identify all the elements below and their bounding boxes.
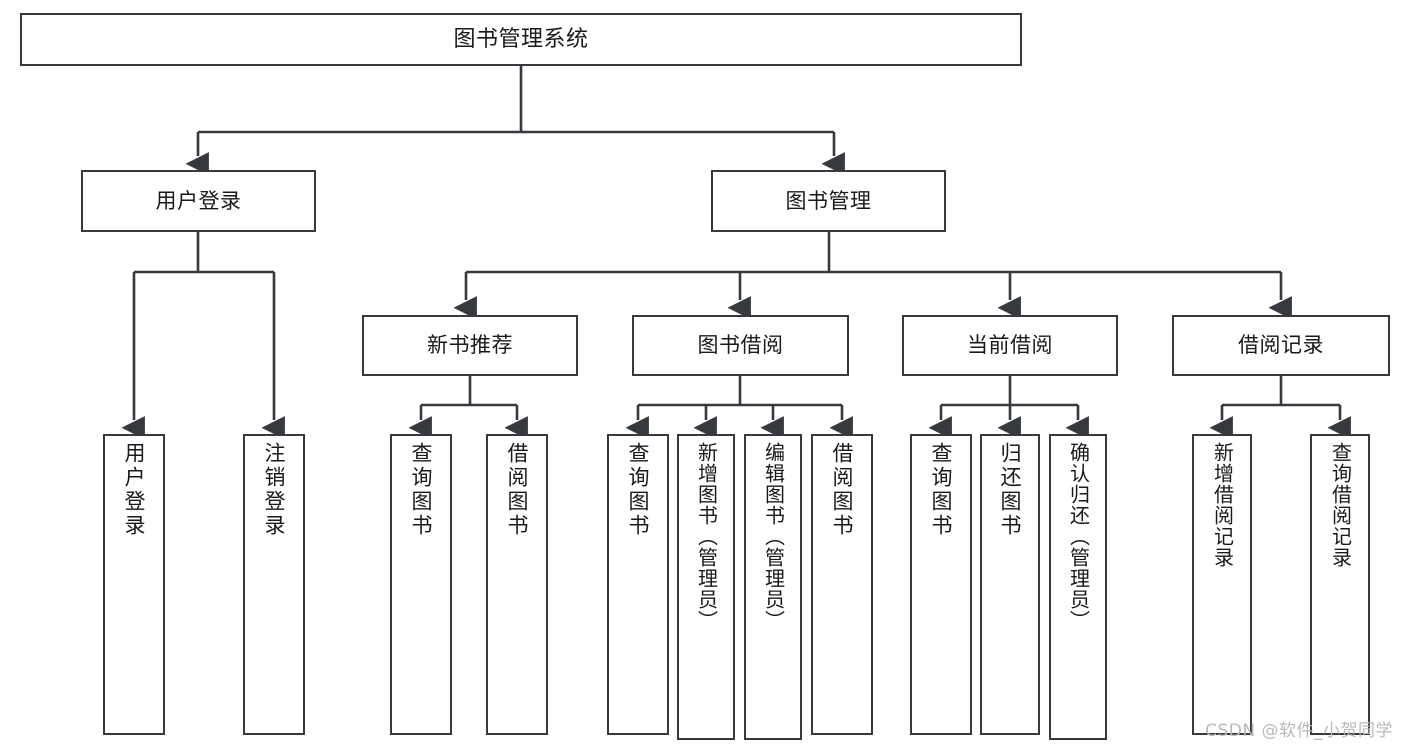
leaf-add-record[interactable]: 新增借阅记录 bbox=[1192, 434, 1252, 735]
node-book-borrow-label: 图书借阅 bbox=[697, 333, 784, 358]
leaf-add-record-label: 新增借阅记录 bbox=[1210, 442, 1235, 568]
leaf-borrow-book-1[interactable]: 借阅图书 bbox=[486, 434, 548, 735]
node-borrow-record-label: 借阅记录 bbox=[1238, 333, 1324, 358]
node-user-login[interactable]: 用户登录 bbox=[81, 170, 316, 232]
watermark: CSDN @软件_小贺同学 bbox=[1205, 721, 1393, 741]
node-new-book-recommend-label: 新书推荐 bbox=[427, 333, 513, 358]
node-book-manage[interactable]: 图书管理 bbox=[711, 170, 946, 232]
leaf-borrow-book-2[interactable]: 借阅图书 bbox=[811, 434, 873, 735]
node-root-label: 图书管理系统 bbox=[453, 26, 589, 52]
node-new-book-recommend[interactable]: 新书推荐 bbox=[362, 315, 578, 376]
leaf-query-book-3-label: 查询图书 bbox=[929, 442, 954, 538]
leaf-query-record-label: 查询借阅记录 bbox=[1328, 442, 1353, 568]
node-book-manage-label: 图书管理 bbox=[785, 188, 872, 213]
node-borrow-record[interactable]: 借阅记录 bbox=[1172, 315, 1390, 376]
leaf-confirm-return-label: 确认归还（管理员） bbox=[1066, 442, 1091, 631]
leaf-add-book[interactable]: 新增图书（管理员） bbox=[677, 434, 735, 740]
node-book-borrow[interactable]: 图书借阅 bbox=[632, 315, 849, 376]
leaf-query-record[interactable]: 查询借阅记录 bbox=[1310, 434, 1370, 735]
leaf-user-login-label: 用户登录 bbox=[122, 442, 147, 538]
leaf-confirm-return[interactable]: 确认归还（管理员） bbox=[1049, 434, 1107, 740]
leaf-query-book-1[interactable]: 查询图书 bbox=[390, 434, 452, 735]
node-user-login-label: 用户登录 bbox=[155, 188, 242, 213]
leaf-borrow-book-1-label: 借阅图书 bbox=[505, 442, 530, 538]
leaf-logout-login[interactable]: 注销登录 bbox=[243, 434, 305, 735]
leaf-user-login[interactable]: 用户登录 bbox=[103, 434, 165, 735]
node-current-borrow-label: 当前借阅 bbox=[967, 333, 1053, 358]
leaf-logout-login-label: 注销登录 bbox=[262, 442, 287, 538]
leaf-edit-book-label: 编辑图书（管理员） bbox=[761, 442, 786, 631]
leaf-query-book-3[interactable]: 查询图书 bbox=[910, 434, 972, 735]
leaf-return-book[interactable]: 归还图书 bbox=[980, 434, 1040, 735]
node-root[interactable]: 图书管理系统 bbox=[20, 13, 1022, 66]
leaf-query-book-1-label: 查询图书 bbox=[409, 442, 434, 538]
leaf-borrow-book-2-label: 借阅图书 bbox=[830, 442, 855, 538]
leaf-query-book-2[interactable]: 查询图书 bbox=[607, 434, 669, 735]
leaf-query-book-2-label: 查询图书 bbox=[626, 442, 651, 538]
leaf-add-book-label: 新增图书（管理员） bbox=[694, 442, 719, 631]
leaf-return-book-label: 归还图书 bbox=[998, 442, 1023, 538]
node-current-borrow[interactable]: 当前借阅 bbox=[902, 315, 1118, 376]
leaf-edit-book[interactable]: 编辑图书（管理员） bbox=[744, 434, 802, 740]
